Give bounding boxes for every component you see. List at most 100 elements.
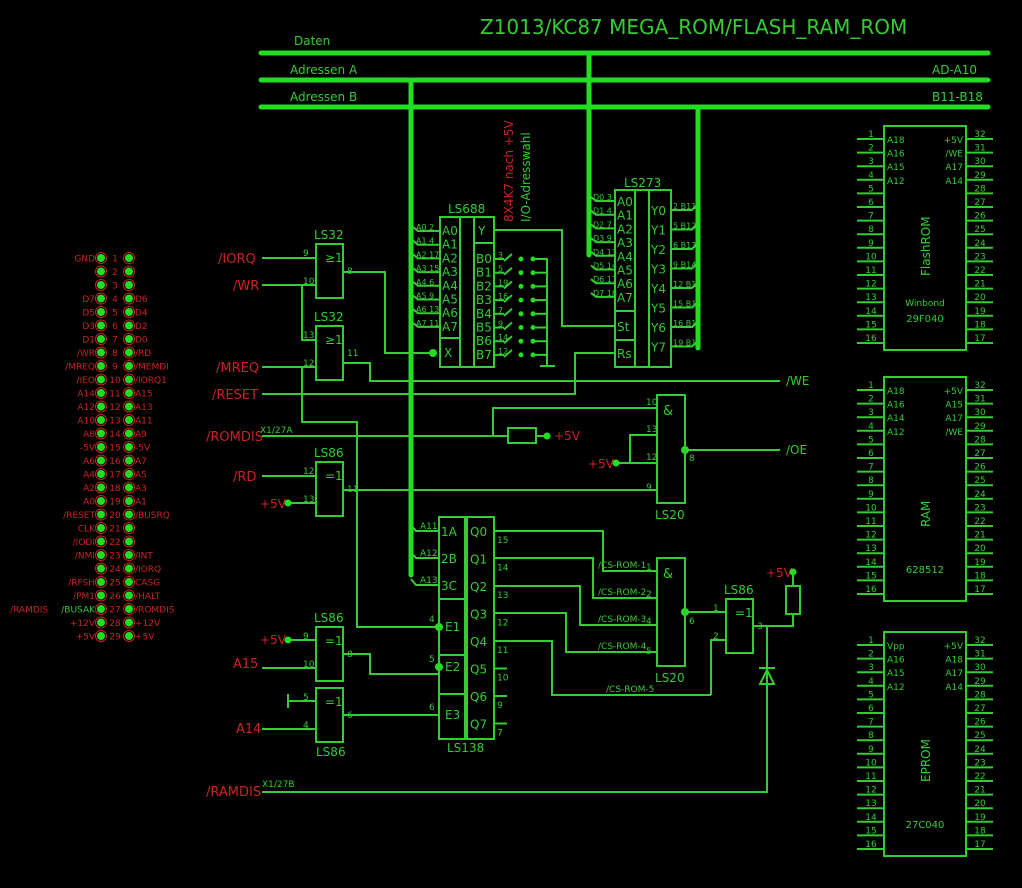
pin-label-left: /BUSAK: [61, 606, 96, 616]
gate-pin: 12: [303, 359, 314, 369]
chip-pin-num: 4: [868, 422, 874, 432]
pin-label-left: D3: [82, 322, 95, 332]
gate-name: LS86: [724, 583, 754, 597]
ic-pin-a-label: D2 7: [593, 220, 612, 229]
chip-pin-num: 10: [865, 503, 877, 513]
cs-rom-label: /CS-ROM-5: [606, 685, 654, 695]
pin-label-left: GND: [74, 255, 95, 265]
pin-ring: [123, 346, 135, 359]
pin-label-left: A0: [83, 498, 95, 508]
pin-ring: [95, 319, 107, 332]
signal-romdis-ref: X1/27A: [260, 426, 293, 436]
pin-label-right: D0: [135, 336, 148, 346]
dip-switch: [503, 294, 513, 303]
pin-label-left: /WR: [77, 349, 95, 359]
signal-iorq: /IORQ: [218, 252, 256, 267]
chip-part: 29F040: [906, 314, 944, 325]
bus-range-a: AD-A10: [932, 63, 977, 77]
pin-ring: [123, 252, 135, 264]
dip-contact: [518, 270, 524, 276]
junction: [284, 499, 292, 507]
wire-cs-rom: [494, 585, 657, 626]
pin-ring: [123, 535, 135, 548]
ic-name: LS138: [447, 741, 484, 755]
gate-pin-out: 11: [347, 485, 358, 495]
ic-pin-x: X: [444, 346, 452, 360]
dip-switch: [503, 253, 513, 262]
pin-label-right: A11: [135, 417, 153, 427]
chip-pin-num: 27: [974, 449, 985, 459]
pin-label-left: D7: [82, 295, 95, 305]
bus-tap: [410, 551, 439, 559]
pin-pad: [125, 389, 133, 397]
chip-pin-num: 26: [974, 463, 986, 473]
pin-number: 13: [109, 417, 120, 427]
pin-ring: [95, 495, 107, 507]
ls688-note-io: I/O-Adresswahl: [519, 132, 533, 222]
ic-pin-in-label: A11: [420, 522, 438, 532]
pin-pad: [125, 362, 133, 370]
bus-tap: [671, 263, 697, 270]
gate-pin: 9: [303, 249, 309, 259]
pin-ring: [123, 279, 135, 291]
wire-wr-to-ls32b: [301, 285, 316, 341]
ic-ls138: LS1381AA112BA123CA13E14E25E36Q015Q114Q21…: [410, 516, 509, 755]
chip-pin-num: 16: [865, 334, 877, 344]
pin-pad: [97, 429, 105, 438]
pin-label-left: /PM1: [73, 592, 95, 602]
gate-pin-out: 8: [689, 454, 695, 464]
pin-number: 28: [109, 619, 121, 629]
pin-pad: [125, 429, 133, 438]
ic-pin-enable: E3: [445, 708, 460, 722]
chip-pin-num: 7: [868, 463, 874, 473]
pin-number: 24: [109, 565, 121, 575]
pin-label-right: /IORQ1: [135, 376, 167, 386]
ic-pin-y: Y0: [650, 204, 666, 218]
pin-label-right: A5: [135, 471, 147, 481]
ic-pin-in: 3C: [441, 579, 457, 593]
pin-number: 22: [109, 538, 120, 548]
bus-tap: [590, 196, 615, 202]
ic-body-mid: [459, 216, 475, 368]
chip-pin-num: 19: [974, 813, 986, 823]
pin-number: 18: [109, 484, 121, 494]
connector-row: 27/BUSAK/ROMDIS/RAMDIS: [10, 603, 175, 616]
gate-symbol: =1: [325, 469, 343, 483]
ic-pin-b: B5: [476, 321, 492, 335]
chip-pin-num: 23: [974, 252, 985, 262]
chip-signal-right: A14: [945, 683, 963, 693]
pin-ring: [123, 576, 135, 588]
bus-range-b: B11-B18: [932, 90, 983, 104]
chip-pin-num: 3: [868, 408, 874, 418]
chip-pin-num: 9: [868, 239, 874, 249]
signal-reset: /RESET: [212, 388, 258, 403]
ic-body-right: [473, 216, 495, 368]
chip-pin-num: 10: [865, 252, 877, 262]
chip-pin-num: 19: [974, 307, 986, 317]
bus-tap: [671, 283, 697, 289]
ic-pin-y: Y7: [650, 341, 666, 355]
pin-pad: [125, 335, 133, 343]
pin-label-left: /IODI: [73, 538, 95, 548]
connector-row: 10/IEO/IORQ1: [77, 373, 167, 386]
ic-pin-a: A3: [617, 236, 633, 250]
ic-pin-enable: E2: [445, 660, 460, 674]
pin-ring: [123, 616, 135, 629]
ic-pin-y: Y3: [650, 263, 666, 277]
dip-switch: [503, 266, 513, 276]
pin-pad: [97, 524, 105, 532]
pin-number: 3: [112, 282, 118, 292]
ic-pin-q-num: 7: [497, 729, 503, 739]
chip-pin-num: 25: [974, 731, 985, 741]
chip-pin-num: 14: [865, 558, 877, 568]
chip-pin-num: 2: [868, 144, 874, 154]
plus5v-label-5: +5V: [766, 566, 793, 580]
gate-symbol: &: [663, 404, 673, 419]
